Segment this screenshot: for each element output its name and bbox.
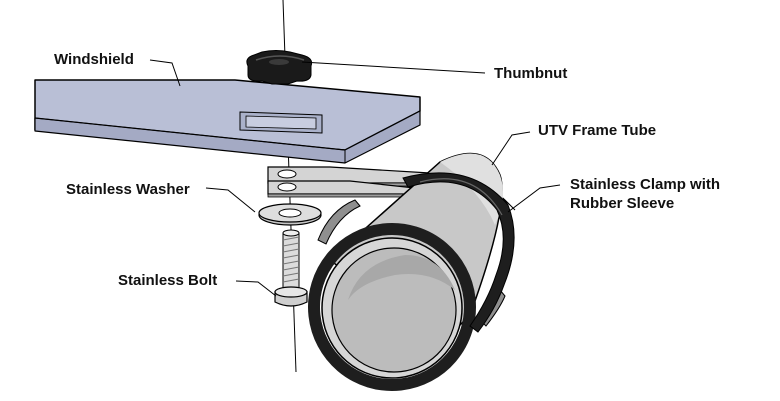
leader-lines (149, 59, 561, 297)
windshield-label: Windshield (54, 51, 134, 68)
stainless-bolt (274, 229, 308, 307)
stainless-bolt-leader (235, 280, 277, 297)
clamp-bracket (267, 166, 433, 198)
stainless-clamp-label-line1: Stainless Clamp with (570, 176, 721, 193)
stainless-bolt-label: Stainless Bolt (118, 272, 218, 289)
utv-frame-tube-label: UTV Frame Tube (538, 122, 657, 139)
stainless-washer-leader (205, 187, 256, 213)
stainless-washer-label: Stainless Washer (66, 181, 190, 198)
thumbnut-label: Thumbnut (494, 65, 568, 82)
thumbnut (246, 50, 313, 85)
stainless-clamp-label: Stainless Clamp with Rubber Sleeve (570, 175, 770, 213)
utv-frame-tube-leader (491, 131, 531, 166)
windshield-panel (34, 79, 421, 164)
thumbnut-leader (301, 61, 486, 74)
stainless-clamp-label-line2: Rubber Sleeve (570, 195, 675, 212)
stainless-clamp-leader (507, 184, 561, 213)
windshield-leader (149, 59, 181, 87)
stainless-washer (258, 203, 322, 226)
utv-frame-tube (308, 152, 516, 391)
